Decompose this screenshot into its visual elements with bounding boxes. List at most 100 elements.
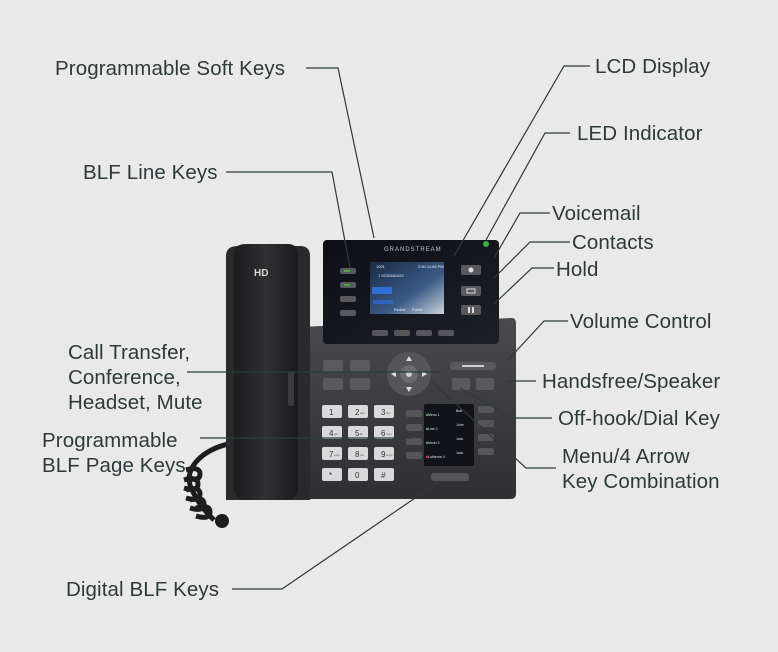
soft-key[interactable]: [394, 330, 410, 336]
soft-keys: [372, 330, 454, 336]
line-key[interactable]: [340, 296, 356, 302]
dialpad-key-label: 4: [329, 429, 334, 438]
headset-key[interactable]: [323, 378, 343, 390]
dialpad-key[interactable]: [322, 426, 342, 439]
dialpad-key-label: *: [329, 471, 332, 480]
blf-key[interactable]: [478, 420, 494, 427]
hold-key[interactable]: [461, 305, 481, 315]
callout-off-hook: [459, 387, 552, 419]
voicemail-icon: [468, 267, 474, 273]
arrow-down-icon: [406, 387, 412, 392]
label-voicemail: Voicemail: [552, 202, 641, 225]
callout-contacts: [493, 241, 570, 279]
label-call-transfer: Call Transfer, Conference, Headset, Mute: [68, 340, 203, 415]
contacts-key[interactable]: [461, 286, 481, 296]
speaker-key[interactable]: [476, 378, 494, 390]
dialpad-key[interactable]: [322, 405, 342, 418]
dialpad-key-label: 7: [329, 450, 334, 459]
page-key[interactable]: [406, 410, 422, 417]
handset-clip: [288, 372, 294, 406]
dialpad-key-label: 5: [355, 429, 360, 438]
off-hook-dial-key[interactable]: [452, 378, 470, 390]
blf-screen: [424, 404, 474, 466]
lcd-time: 2:50 11:08 PM: [418, 264, 444, 269]
lcd-selected-line: [372, 287, 392, 294]
hold-icon: [468, 307, 470, 313]
callout-digital-blf: [232, 480, 441, 590]
dialpad-key[interactable]: [374, 426, 394, 439]
dialpad-key[interactable]: [322, 468, 342, 481]
dialpad-key-letters: wxyz: [386, 453, 393, 457]
blf-status-dot: [425, 441, 429, 445]
label-call-transfer-line-1: Call Transfer,: [68, 341, 191, 364]
dialpad-key[interactable]: [348, 468, 368, 481]
blf-line-keys: [340, 268, 356, 316]
dialpad-key-label: 8: [355, 450, 360, 459]
label-programmable-blf-page-keys: Programmable BLF Page Keys: [42, 428, 186, 478]
line-key-led: [344, 270, 350, 272]
page-key[interactable]: [406, 424, 422, 431]
label-digital-blf-keys: Digital BLF Keys: [66, 578, 220, 601]
dialpad-key[interactable]: [348, 447, 368, 460]
dialpad-key-letters: jkl: [359, 432, 363, 436]
blf-key[interactable]: [478, 448, 494, 455]
label-call-transfer-line-3: Headset, Mute: [68, 391, 203, 414]
dialpad-key-label: 6: [381, 429, 386, 438]
callout-volume-control: [507, 320, 568, 361]
label-page-keys-line-1: Programmable: [42, 429, 178, 452]
dialpad-key[interactable]: [374, 468, 394, 481]
callout-blf-line-keys: [226, 171, 351, 269]
page-key[interactable]: [406, 438, 422, 445]
soft-key[interactable]: [438, 330, 454, 336]
transfer-key[interactable]: [323, 360, 343, 372]
dialpad-key[interactable]: [322, 447, 342, 460]
blf-row-left: Menu 1: [428, 413, 440, 417]
blf-key[interactable]: [478, 406, 494, 413]
blf-status-dot: [425, 455, 429, 459]
dialpad-key-label: 2: [355, 408, 360, 417]
handset-cord: [183, 440, 233, 522]
label-handsfree-speaker: Handsfree/Speaker: [542, 370, 721, 393]
label-page-keys-line-2: BLF Page Keys: [42, 454, 186, 477]
blf-row-right: Jack: [456, 451, 463, 455]
dialpad-key[interactable]: [374, 405, 394, 418]
mute-key[interactable]: [350, 378, 370, 390]
blf-key[interactable]: [478, 434, 494, 441]
lcd-softkey-3: ...: [432, 307, 436, 312]
dialpad-key[interactable]: [348, 426, 368, 439]
dialpad-key-letters: tuv: [360, 453, 365, 457]
callout-lcd-display: [453, 65, 590, 257]
cord-plug: [215, 514, 229, 528]
contacts-icon: [466, 288, 476, 294]
label-off-hook-dial-key: Off-hook/Dial Key: [558, 407, 720, 430]
dialpad-key-letters: mno: [386, 432, 392, 436]
dialpad-key[interactable]: [348, 405, 368, 418]
page-key[interactable]: [406, 452, 422, 459]
dialpad-key-label: 1: [329, 408, 334, 417]
dialpad-key-letters: abc: [360, 411, 365, 415]
dialpad-key-label: 3: [381, 408, 386, 417]
line-key-led: [344, 284, 350, 286]
soft-key[interactable]: [416, 330, 432, 336]
lcd-line-bar: [373, 300, 393, 304]
blf-row-right: Jack: [456, 437, 463, 441]
dialpad-key-label: 0: [355, 471, 360, 480]
conference-key[interactable]: [350, 360, 370, 372]
callout-soft-keys: [306, 67, 375, 239]
blf-toggle-key[interactable]: [431, 473, 469, 481]
lcd-softkey-2: Prefer: [412, 307, 423, 312]
led-indicator-light: [483, 241, 489, 247]
callout-voicemail: [493, 212, 550, 259]
label-menu-arrow-line-2: Key Combination: [562, 470, 720, 493]
label-blf-line-keys: BLF Line Keys: [83, 161, 218, 184]
blf-row-left: Lutherne 4: [428, 455, 445, 459]
volume-icon: [462, 365, 484, 367]
dialpad-key[interactable]: [374, 447, 394, 460]
line-key[interactable]: [340, 310, 356, 316]
lcd-number: 1 9232882422: [378, 273, 404, 278]
soft-key[interactable]: [372, 330, 388, 336]
blf-page-keys: [406, 410, 422, 459]
label-volume-control: Volume Control: [570, 310, 712, 333]
